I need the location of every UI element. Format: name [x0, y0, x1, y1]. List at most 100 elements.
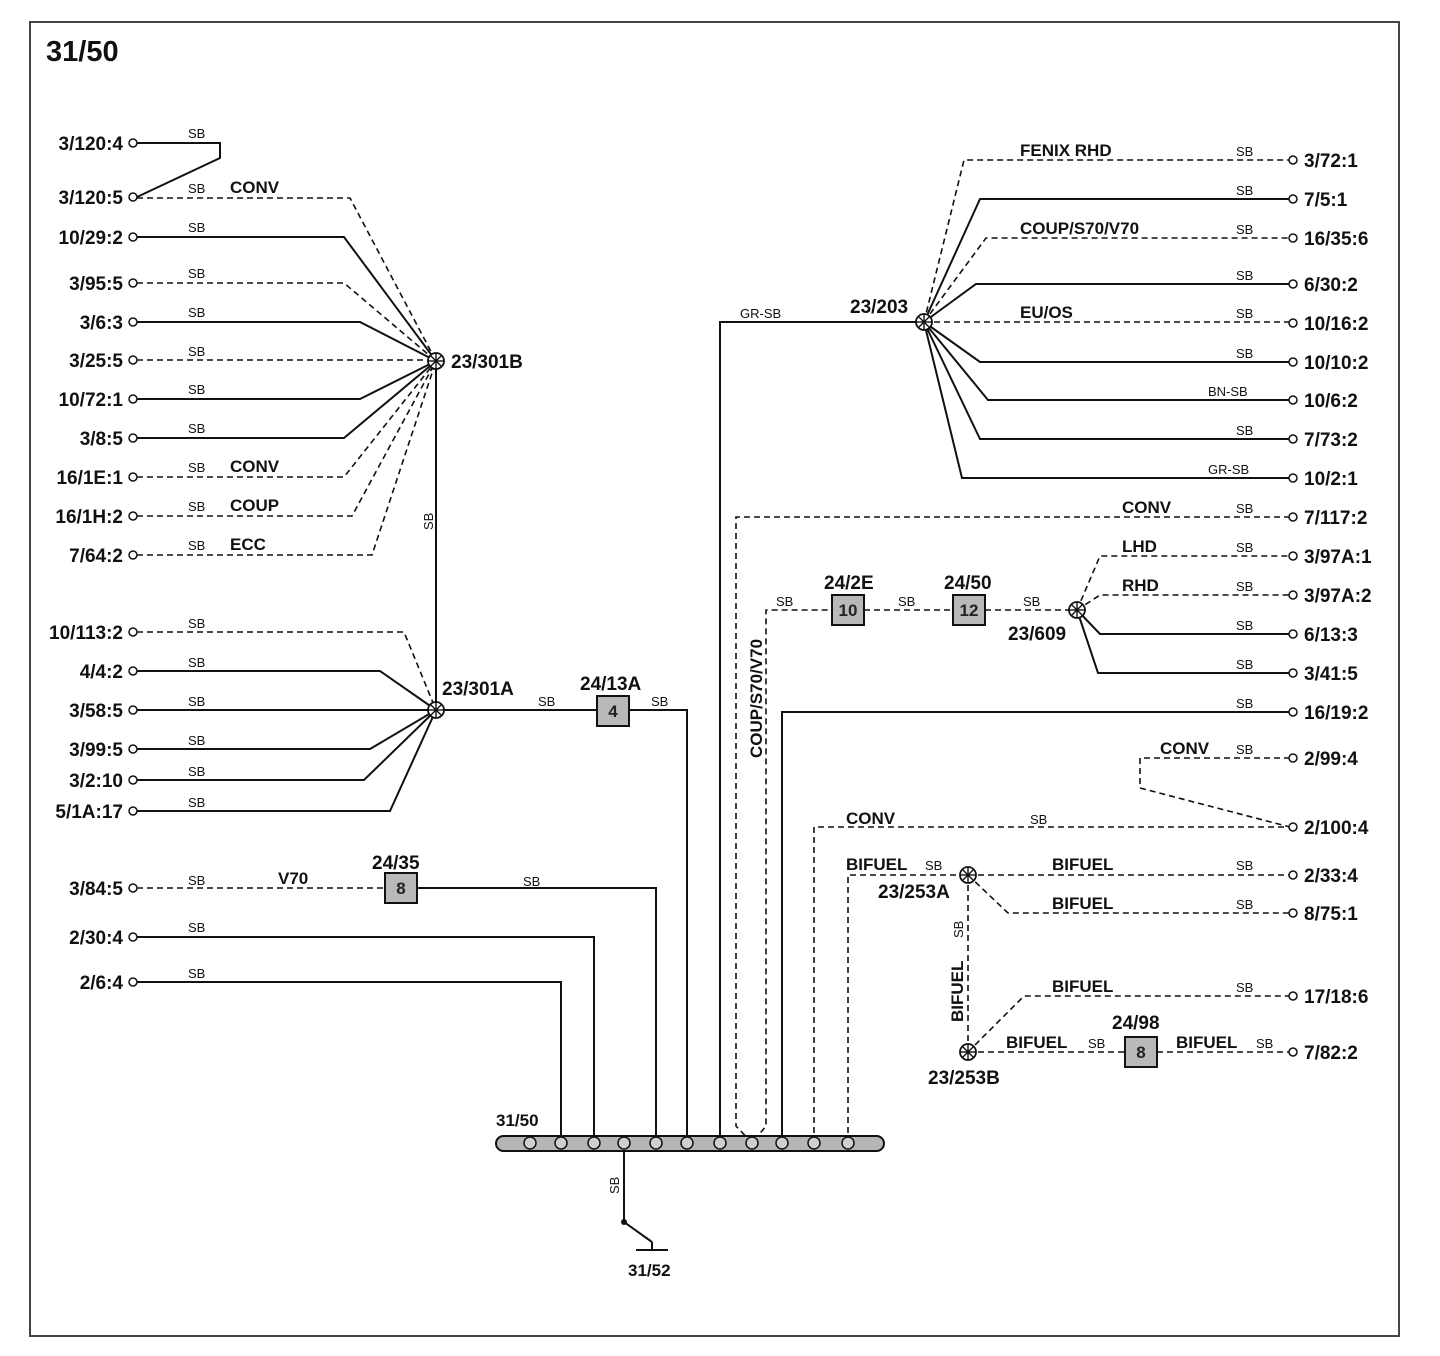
bus-pin — [775, 1136, 789, 1150]
connector-pin — [128, 317, 138, 327]
connector-label-left: 3/8:5 — [80, 429, 124, 450]
wire-color-label: SB — [188, 220, 205, 235]
connector-label-right: 7/117:2 — [1304, 508, 1367, 529]
component-label: 24/2E — [824, 573, 874, 594]
wire-color-label: SB — [1236, 696, 1253, 711]
connector-label-left: 2/30:4 — [69, 928, 123, 949]
wire-color-label: SB — [188, 733, 205, 748]
connector-label-right: 7/73:2 — [1304, 430, 1358, 451]
option-label: BIFUEL — [1006, 1033, 1067, 1052]
wire-labels-301a: SB SB SB SB SB SB SB SB SB V70 SB SB SB — [188, 616, 668, 981]
wire-color-label: SB — [898, 594, 915, 609]
connector-label-left: 10/72:1 — [59, 390, 124, 411]
wire-color-label: SB — [607, 1177, 622, 1194]
component-label: 24/35 — [372, 853, 420, 874]
wire-color-label: SB — [951, 921, 966, 938]
option-label: ECC — [230, 535, 266, 554]
connector-pin — [1288, 668, 1298, 678]
bus-pin — [713, 1136, 727, 1150]
wire-color-label: SB — [1236, 346, 1253, 361]
connector-label-left: 3/58:5 — [69, 701, 123, 722]
option-label: BIFUEL — [1052, 977, 1113, 996]
connector-label-right: 17/18:6 — [1304, 987, 1368, 1008]
wire-color-label: GR-SB — [740, 306, 781, 321]
option-label: BIFUEL — [948, 961, 967, 1022]
bus-pin — [587, 1136, 601, 1150]
wire-color-label: SB — [1236, 742, 1253, 757]
connector-pin — [128, 627, 138, 637]
connector-pin — [1288, 473, 1298, 483]
component-number: 12 — [960, 601, 979, 620]
connector-pin — [128, 705, 138, 715]
bus-pin — [523, 1136, 537, 1150]
wire-color-label: SB — [1236, 618, 1253, 633]
wire-color-label: SB — [188, 181, 205, 196]
option-label: CONV — [1160, 739, 1210, 758]
connector-pin — [1288, 155, 1298, 165]
wires-203 — [719, 159, 1290, 1143]
connector-label-left: 4/4:2 — [80, 662, 123, 683]
wire-labels-bifuel: CONV SB CONV SB BIFUEL SB BIFUEL SB BIFU… — [846, 739, 1273, 1052]
connector-label-right: 16/19:2 — [1304, 703, 1368, 724]
connector-label-right: 10/2:1 — [1304, 469, 1358, 490]
option-label: CONV — [230, 457, 280, 476]
connector-label-left: 3/6:3 — [80, 313, 123, 334]
connector-pin — [1288, 279, 1298, 289]
connector-pin — [1288, 590, 1298, 600]
option-label: BIFUEL — [1176, 1033, 1237, 1052]
wire-color-label: SB — [1023, 594, 1040, 609]
bus-pins — [523, 1136, 855, 1150]
option-label: V70 — [278, 869, 308, 888]
connector-pin — [128, 806, 138, 816]
connector-label-right: 2/99:4 — [1304, 749, 1358, 770]
wire-color-label: SB — [1236, 183, 1253, 198]
wire-color-label: SB — [188, 305, 205, 320]
wire-color-label: SB — [1088, 1036, 1105, 1051]
bus-pin — [554, 1136, 568, 1150]
option-label: COUP/S70/V70 — [747, 639, 766, 758]
wire-color-label: SB — [523, 874, 540, 889]
connector-label-left: 10/113:2 — [49, 623, 123, 644]
connector-pin — [1288, 357, 1298, 367]
connector-pin — [1288, 707, 1298, 717]
option-label: BIFUEL — [1052, 894, 1113, 913]
bus-pin — [745, 1136, 759, 1150]
connector-pin — [1288, 318, 1298, 328]
wire-color-label: SB — [651, 694, 668, 709]
splice-label: 23/203 — [850, 297, 908, 318]
diagram-frame — [29, 21, 1400, 1337]
ground-point-label: 31/52 — [628, 1261, 671, 1280]
connector-pin — [128, 744, 138, 754]
component-c2450: 12 24/50 — [944, 573, 992, 626]
connector-label-right: 10/16:2 — [1304, 314, 1368, 335]
wire-color-label: SB — [1236, 579, 1253, 594]
connector-label-left: 5/1A:17 — [55, 802, 123, 823]
wire-color-label: SB — [1236, 657, 1253, 672]
connector-label-left: 3/84:5 — [69, 879, 123, 900]
connector-pin — [1288, 512, 1298, 522]
wire-color-label: SB — [188, 499, 205, 514]
connector-label-left: 3/2:10 — [69, 771, 123, 792]
wires-bifuel — [813, 757, 1291, 1143]
component-label: 24/50 — [944, 573, 992, 594]
connector-label-right: 6/30:2 — [1304, 275, 1358, 296]
wire-color-label: SB — [1236, 897, 1253, 912]
component-c2435: 8 24/35 — [372, 853, 420, 904]
connector-pin — [128, 666, 138, 676]
bus-pin — [680, 1136, 694, 1150]
wire-color-label: SB — [538, 694, 555, 709]
connector-label-right: 10/10:2 — [1304, 353, 1368, 374]
wire-color-label: BN-SB — [1208, 384, 1248, 399]
connector-label-left: 10/29:2 — [59, 228, 123, 249]
wire-color-label: SB — [925, 858, 942, 873]
connector-pin — [1288, 194, 1298, 204]
wire-color-label: SB — [188, 126, 205, 141]
option-label: FENIX RHD — [1020, 141, 1112, 160]
connector-label-right: 3/41:5 — [1304, 664, 1358, 685]
component-number: 8 — [396, 879, 405, 898]
splice-label: 23/253B — [928, 1068, 1000, 1089]
wire-color-label: SB — [421, 513, 436, 530]
option-label: CONV — [846, 809, 896, 828]
